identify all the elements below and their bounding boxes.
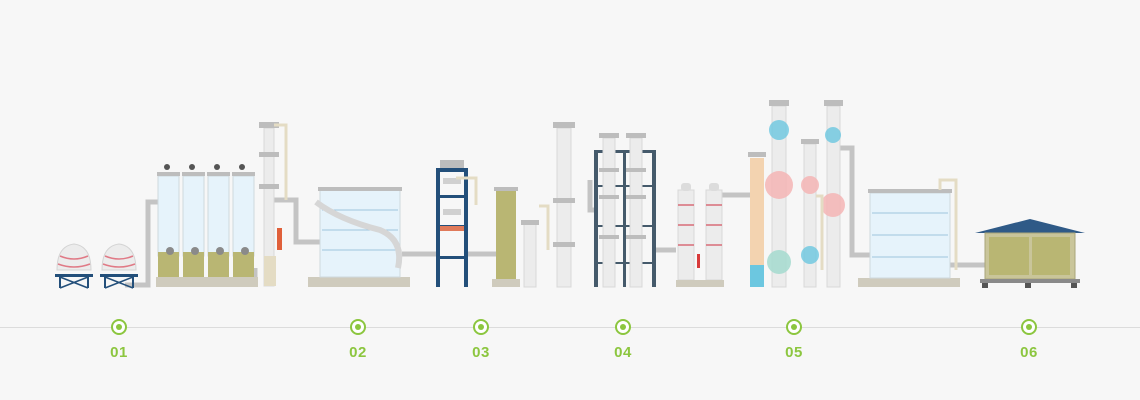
step-marker-icon[interactable]	[473, 319, 489, 335]
step-label[interactable]: 01	[110, 344, 128, 361]
step-marker-icon[interactable]	[111, 319, 127, 335]
step-label[interactable]: 06	[1020, 344, 1038, 361]
filter-tank-bank	[156, 164, 258, 287]
step-03[interactable]: 03	[461, 319, 501, 361]
step-02[interactable]: 02	[338, 319, 378, 361]
step-marker-icon[interactable]	[615, 319, 631, 335]
scaffold-tower	[436, 160, 478, 287]
timeline-line	[0, 327, 1140, 328]
step-marker-icon[interactable]	[350, 319, 366, 335]
step-label[interactable]: 04	[614, 344, 632, 361]
distillation-column-1	[259, 122, 288, 287]
step-label[interactable]: 05	[785, 344, 803, 361]
step-05[interactable]: 05	[774, 319, 814, 361]
spherical-tank-2	[100, 243, 138, 289]
olive-reactor	[492, 187, 520, 287]
step-04[interactable]: 04	[603, 319, 643, 361]
twin-vessels	[676, 183, 724, 287]
column-array-frame	[594, 133, 656, 288]
connecting-pipes	[125, 145, 985, 288]
step-label[interactable]: 03	[472, 344, 490, 361]
step-marker-icon[interactable]	[1021, 319, 1037, 335]
storage-tank-2	[308, 187, 410, 287]
distillation-column-2	[521, 122, 575, 288]
step-06[interactable]: 06	[1009, 319, 1049, 361]
colorful-towers	[748, 100, 845, 288]
step-marker-icon[interactable]	[786, 319, 802, 335]
step-01[interactable]: 01	[99, 319, 139, 361]
spherical-tank-1	[55, 243, 93, 289]
step-label[interactable]: 02	[349, 344, 367, 361]
storage-tank-3	[858, 178, 960, 287]
warehouse	[975, 219, 1085, 288]
